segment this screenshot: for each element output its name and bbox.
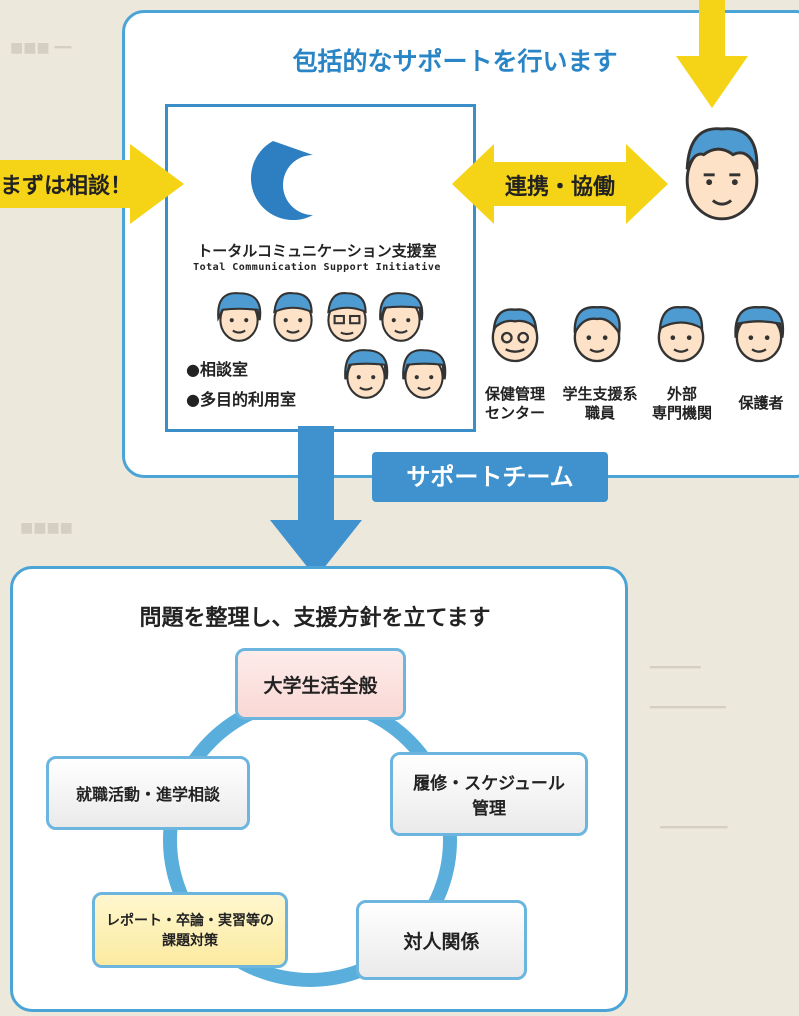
partner-label-guardian: 保護者 <box>738 394 784 412</box>
cooperation-arrow-label: 連携・協働 <box>504 175 615 200</box>
node-assignments: レポート・卒論・実習等の 課題対策 <box>92 892 288 968</box>
consult-arrow-label: まずは相談！ <box>0 174 133 199</box>
consult-arrow <box>0 144 184 224</box>
staff-face-icon <box>379 292 424 342</box>
guardian-face-icon <box>734 306 785 363</box>
student-face-icon <box>685 127 759 221</box>
student-support-staff-face-icon <box>573 306 621 363</box>
bottom-panel-title: 問題を整理し、支援方針を立てます <box>139 606 491 631</box>
node-career: 就職活動・進学相談 <box>46 756 250 830</box>
external-specialist-face-icon <box>657 305 705 363</box>
office-name-ja: トータルコミュニケーション支援室 <box>197 242 437 260</box>
cooperation-arrow <box>452 144 668 224</box>
down-arrow <box>270 426 362 578</box>
office-name-en: Total Communication Support Initiative <box>193 262 441 273</box>
partner-label-health-center: 保健管理センター <box>484 385 545 422</box>
partner-label-student-support: 学生支援系職員 <box>562 385 638 422</box>
node-university-life: 大学生活全般 <box>235 648 406 720</box>
office-logo <box>250 123 370 227</box>
support-team-badge: サポートチーム <box>372 452 608 502</box>
staff-face-icon <box>402 349 447 399</box>
staff-face-icon <box>273 292 313 342</box>
node-course-schedule: 履修・スケジュール 管理 <box>390 752 588 836</box>
multipurpose-room-item: ●多目的利用室 <box>186 390 296 409</box>
staff-face-icon <box>217 292 262 342</box>
consultation-room-item: ●相談室 <box>186 360 248 379</box>
top-panel-title: 包括的なサポートを行います <box>292 47 618 76</box>
health-center-face-icon <box>491 308 539 363</box>
node-interpersonal: 対人関係 <box>356 900 527 980</box>
staff-face-icon <box>344 349 389 399</box>
staff-face-icon <box>327 292 367 342</box>
partner-label-external: 外部専門機関 <box>651 385 712 422</box>
incoming-arrow <box>676 0 748 108</box>
